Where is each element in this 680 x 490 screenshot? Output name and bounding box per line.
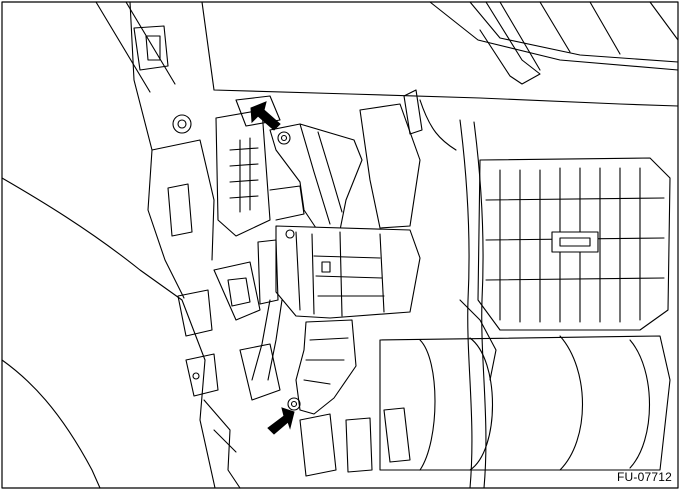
figure-code: FU-07712 — [617, 470, 672, 484]
arrow-down-right-icon — [250, 101, 281, 131]
lower-duct — [251, 299, 357, 415]
dashboard-upper-panel — [95, 1, 679, 107]
wire-harness — [359, 89, 497, 489]
upper-bracket — [269, 123, 363, 235]
relay-block — [215, 95, 305, 237]
arrow-up-left-icon — [267, 407, 295, 435]
blower-housing — [379, 157, 671, 471]
dashboard-left-panel — [1, 1, 241, 489]
lower-left-parts — [213, 261, 411, 477]
control-module — [257, 225, 421, 319]
